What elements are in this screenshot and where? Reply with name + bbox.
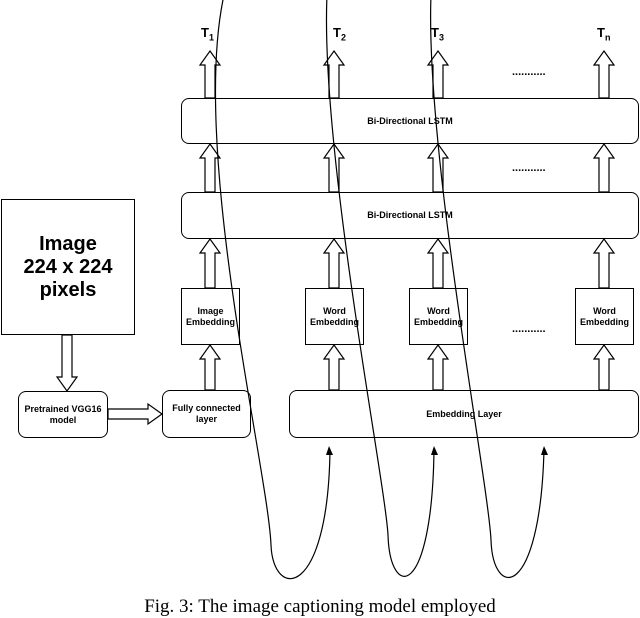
loop-arrowhead: [326, 446, 333, 455]
loop-t3: [430, 0, 545, 578]
output-tn: Tn: [597, 25, 611, 43]
loop-arrowhead: [431, 446, 438, 455]
loop-t1: [214, 0, 331, 580]
ellipsis-embeddings: ...........: [512, 323, 546, 335]
figure-caption: Fig. 3: The image captioning model emplo…: [144, 596, 496, 617]
embedding-layer-box: Embedding Layer: [289, 390, 639, 438]
ellipsis-outputs: ...........: [512, 66, 546, 78]
image-size: 224 x 224 pixels: [23, 255, 113, 301]
image-to-vgg-arrow: [55, 334, 79, 393]
loop-arrowhead: [541, 446, 548, 455]
lstm-layer-bottom: Bi-Directional LSTM: [181, 192, 639, 239]
lstm-layer-top: Bi-Directional LSTM: [181, 98, 639, 144]
input-image-box: Image 224 x 224 pixels: [1, 199, 135, 335]
output-t3: T3: [431, 25, 444, 43]
ellipsis-lstm: ...........: [512, 162, 546, 174]
image-title: Image: [39, 232, 97, 255]
vgg-to-fc-arrow: [107, 402, 164, 426]
output-t2: T2: [333, 25, 346, 43]
output-t1: T1: [201, 25, 214, 43]
loop-t2: [325, 0, 435, 577]
